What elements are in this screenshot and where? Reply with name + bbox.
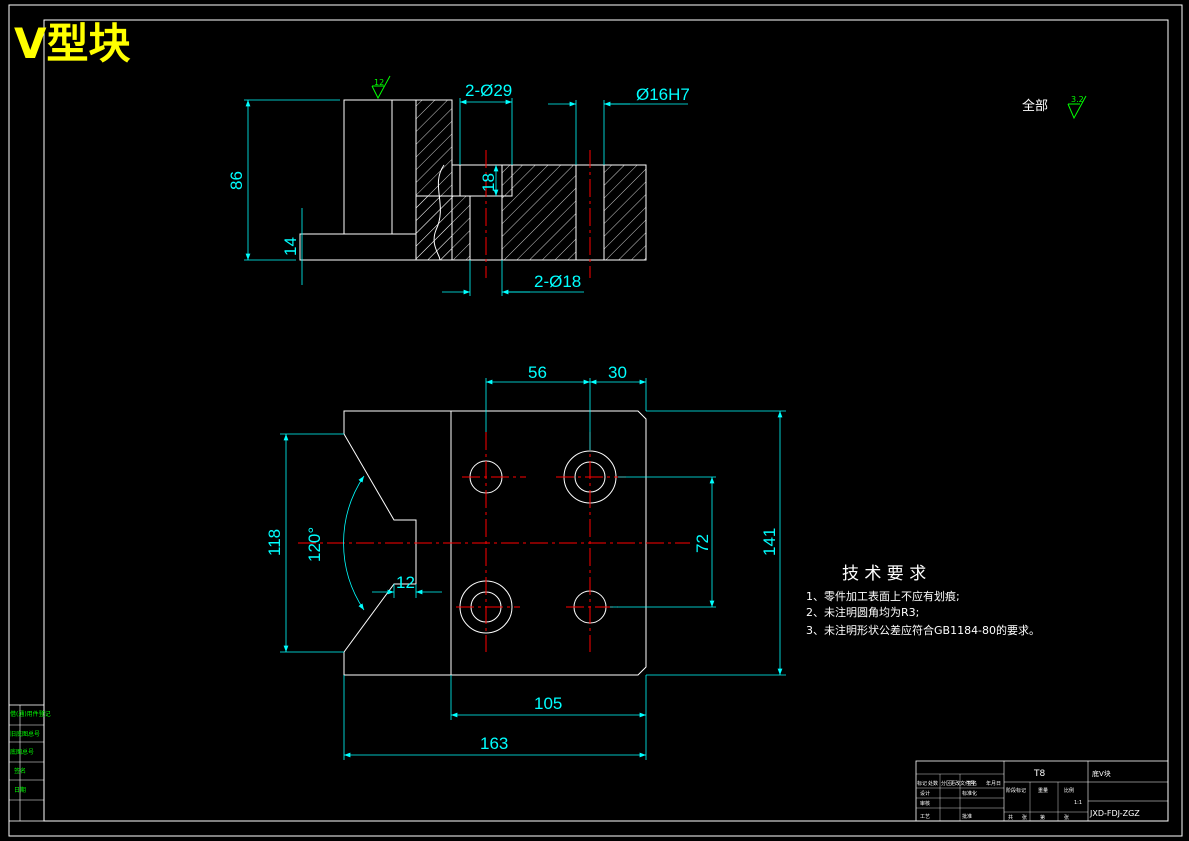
tb-label: 比例 (1064, 787, 1074, 794)
tb-label: 重量 (1038, 787, 1048, 794)
drawing-title: V型块 (14, 19, 131, 68)
roughness-value-general: 3.2 (1071, 95, 1084, 104)
tb-label: 工艺 (920, 814, 930, 820)
tb-label: 阶段标记 (1006, 787, 1026, 794)
tb-label: 共 (1008, 814, 1013, 821)
dim-163: 163 (480, 734, 508, 753)
side-label: 借(通)用件登记 (10, 710, 51, 718)
tb-label: 批准 (962, 813, 972, 820)
tb-label: 签名 (967, 780, 977, 787)
dim-height: 86 (227, 171, 246, 190)
tb-label: 年月日 (986, 780, 1001, 787)
tb-material: T8 (1033, 769, 1045, 779)
tb-label: 张 (1064, 814, 1069, 821)
side-registration-block: 借(通)用件登记 旧底图总号 底图总号 签名 日期 (8, 704, 51, 822)
requirement-item: 1、零件加工表面上不应有划痕; (806, 589, 960, 603)
roughness-value-top: 12 (374, 78, 384, 87)
tb-label: 审核 (920, 800, 930, 807)
dim-56: 56 (528, 363, 547, 382)
tb-drawing-no: JXD-FDJ-ZGZ (1089, 809, 1140, 818)
dim-118: 118 (265, 529, 284, 556)
dim-30: 30 (608, 363, 627, 382)
requirement-item: 2、未注明圆角均为R3; (806, 605, 919, 619)
side-label: 日期 (14, 786, 26, 794)
hatch-mid (501, 164, 577, 261)
tb-label: 更改文件号 (950, 780, 975, 787)
front-view: 56 30 118 120° 12 72 141 105 163 (265, 363, 786, 760)
side-label: 旧底图总号 (10, 730, 40, 738)
hatch-mid-lower (415, 195, 471, 261)
outer-border (8, 4, 1183, 837)
tb-label: 处数 (928, 780, 938, 787)
dim-base: 14 (281, 237, 300, 256)
technical-requirements: 技 术 要 求 1、零件加工表面上不应有划痕; 2、未注明圆角均为R3; 3、未… (806, 564, 1040, 637)
dim-depth: 18 (479, 173, 498, 192)
dim-141: 141 (760, 528, 779, 556)
tb-part-name: 底V块 (1092, 769, 1111, 778)
dim-72: 72 (693, 534, 712, 553)
dim-holes-29: 2-Ø29 (465, 81, 512, 100)
tb-label: 分区 (941, 780, 951, 787)
side-label: 底图总号 (10, 748, 34, 756)
tb-label: 第 (1040, 814, 1045, 821)
top-view: 86 14 2-Ø29 Ø16H7 18 2-Ø18 12 (227, 75, 690, 296)
inner-border (43, 19, 1169, 822)
surface-note-label: 全部 (1022, 98, 1048, 114)
dim-angle: 120° (305, 527, 324, 562)
requirements-heading: 技 术 要 求 (842, 564, 926, 584)
tb-label: 张 (1022, 814, 1027, 821)
tb-label: 设计 (920, 790, 930, 797)
roughness-symbol-general: 3.2 (1067, 95, 1087, 120)
dim-holes-18: 2-Ø18 (534, 272, 581, 291)
dim-105: 105 (534, 694, 562, 713)
side-label: 签名 (14, 767, 26, 775)
tb-label: 标准化 (962, 790, 977, 797)
hatch-right (603, 164, 647, 261)
dim-bore: Ø16H7 (636, 85, 690, 104)
tb-label: 标记 (917, 780, 927, 787)
dim-12: 12 (396, 573, 415, 592)
requirement-item: 3、未注明形状公差应符合GB1184-80的要求。 (806, 623, 1040, 637)
tb-scale: 1:1 (1074, 800, 1082, 806)
title-block: T8 底V块 JXD-FDJ-ZGZ 1:1 标记 处数 分区 更改文件号 签名… (915, 760, 1169, 822)
